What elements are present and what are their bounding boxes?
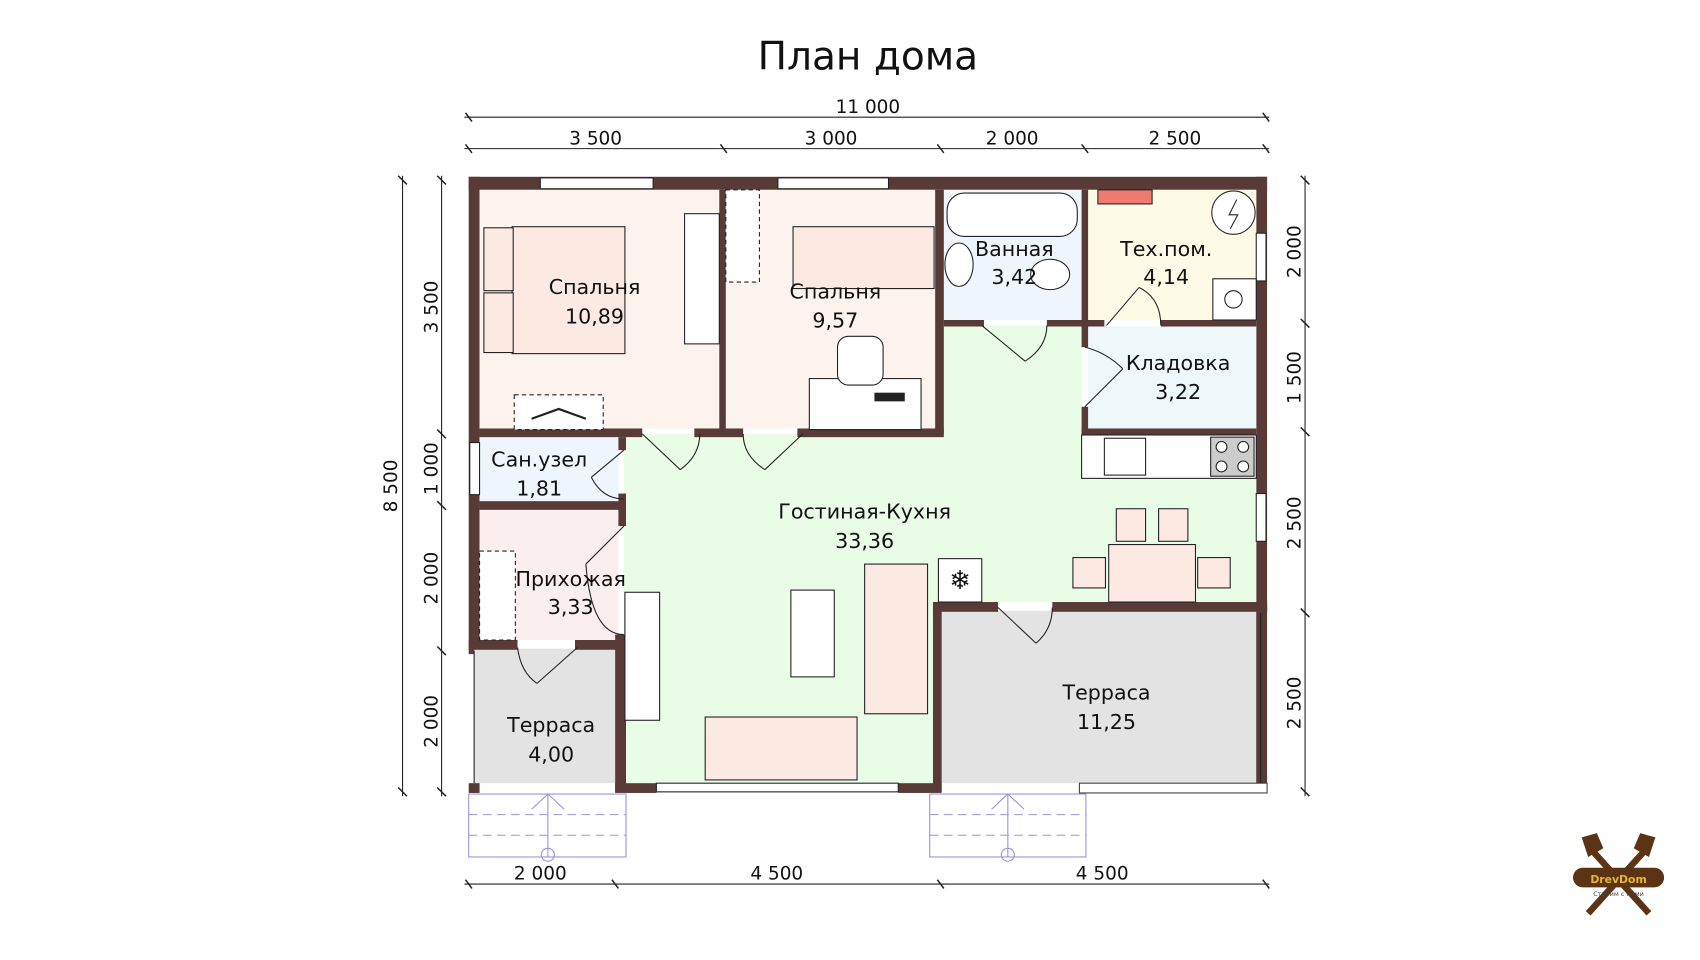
electrical-panel: [1211, 190, 1256, 235]
room-labels: Спальня 10,89 Спальня 9,57 Ванная 3,42 Т…: [491, 237, 1230, 766]
double-bed: [511, 226, 626, 355]
room-area-tech-room: 4,14: [1143, 265, 1189, 289]
dim-right-4: 2 500: [1285, 677, 1306, 730]
room-name-bedroom-2: Спальня: [790, 279, 882, 303]
dim-right-1: 2 000: [1285, 225, 1306, 278]
dim-right-3: 2 500: [1285, 496, 1306, 549]
entrance-steps: [468, 793, 1087, 862]
desk: [808, 378, 922, 431]
room-area-terrace-large: 11,25: [1077, 710, 1136, 734]
dim-top-3: 2 000: [986, 128, 1039, 149]
sofa-right: [864, 563, 929, 715]
boiler: [1097, 189, 1153, 205]
interior-walls: [468, 189, 1268, 794]
wall-left: [468, 176, 480, 655]
right-dimensions: 2 000 1 500 2 500 2 500: [1285, 175, 1310, 797]
dim-top-2: 3 000: [805, 128, 858, 149]
sink: [944, 242, 974, 287]
room-area-wc: 1,81: [516, 477, 562, 501]
dim-right-2: 1 500: [1285, 351, 1306, 404]
top-dimensions: 11 000 3 500 3 000 2 000 2 500: [464, 97, 1270, 154]
dim-left-4: 2 000: [421, 695, 442, 748]
wardrobe: [684, 213, 720, 345]
dim-bottom-2: 4 500: [750, 864, 803, 885]
drevdom-logo: DrevDom Строим с нами: [1572, 833, 1665, 916]
room-area-living-kitchen: 33,36: [835, 529, 894, 553]
room-name-hallway: Прихожая: [515, 567, 625, 591]
room-name-tech-room: Тех.пом.: [1119, 237, 1212, 261]
kitchen-sink: [1103, 437, 1147, 476]
wall-right: [1256, 176, 1268, 611]
dining-table: [1108, 544, 1197, 603]
bottom-dimensions: 2 000 4 500 4 500: [464, 864, 1270, 889]
dim-top-4: 2 500: [1148, 128, 1201, 149]
doors: [516, 286, 1162, 684]
room-area-bathroom: 3,42: [991, 265, 1037, 289]
chair: [836, 335, 884, 386]
room-name-terrace-large: Терраса: [1062, 681, 1151, 705]
svg-text:DrevDom: DrevDom: [1590, 873, 1646, 886]
dim-left-1: 3 500: [421, 281, 442, 334]
dim-bottom-3: 4 500: [1076, 864, 1129, 885]
keyboard: [874, 392, 905, 402]
room-area-bedroom-2: 9,57: [812, 309, 858, 333]
dim-left-total: 8 500: [381, 460, 402, 513]
room-name-terrace-small: Терраса: [506, 713, 595, 737]
single-bed: [792, 226, 935, 290]
dim-top-total: 11 000: [836, 97, 901, 118]
svg-text:Строим с нами: Строим с нами: [1593, 890, 1644, 898]
dim-bottom-1: 2 000: [514, 864, 567, 885]
dim-left-2: 1 000: [421, 442, 442, 495]
svg-text:❄: ❄: [949, 566, 971, 596]
coffee-table: [790, 589, 835, 678]
room-name-wc: Сан.узел: [491, 447, 587, 471]
left-dimensions: 8 500 3 500 1 000 2 000 2 000: [381, 175, 447, 797]
dim-top-1: 3 500: [569, 128, 622, 149]
room-area-terrace-small: 4,00: [528, 742, 574, 766]
room-name-living-kitchen: Гостиная-Кухня: [778, 500, 951, 524]
room-name-bathroom: Ванная: [975, 237, 1054, 261]
room-name-storage: Кладовка: [1126, 351, 1231, 375]
dim-left-3: 2 000: [421, 552, 442, 605]
room-area-hallway: 3,33: [548, 595, 594, 619]
hanger-rack: [513, 394, 604, 431]
room-area-bedroom-1: 10,89: [565, 304, 624, 328]
page-title: План дома: [758, 34, 978, 79]
room-name-bedroom-1: Спальня: [549, 275, 641, 299]
bathtub: [946, 192, 1078, 238]
sofa-bottom: [704, 716, 858, 781]
toilet: [1030, 258, 1071, 291]
air-conditioner: [937, 558, 983, 603]
furniture: ❄: [479, 189, 1257, 781]
room-area-storage: 3,22: [1155, 380, 1201, 404]
windows: [469, 177, 1267, 793]
tv-stand: [624, 591, 661, 721]
